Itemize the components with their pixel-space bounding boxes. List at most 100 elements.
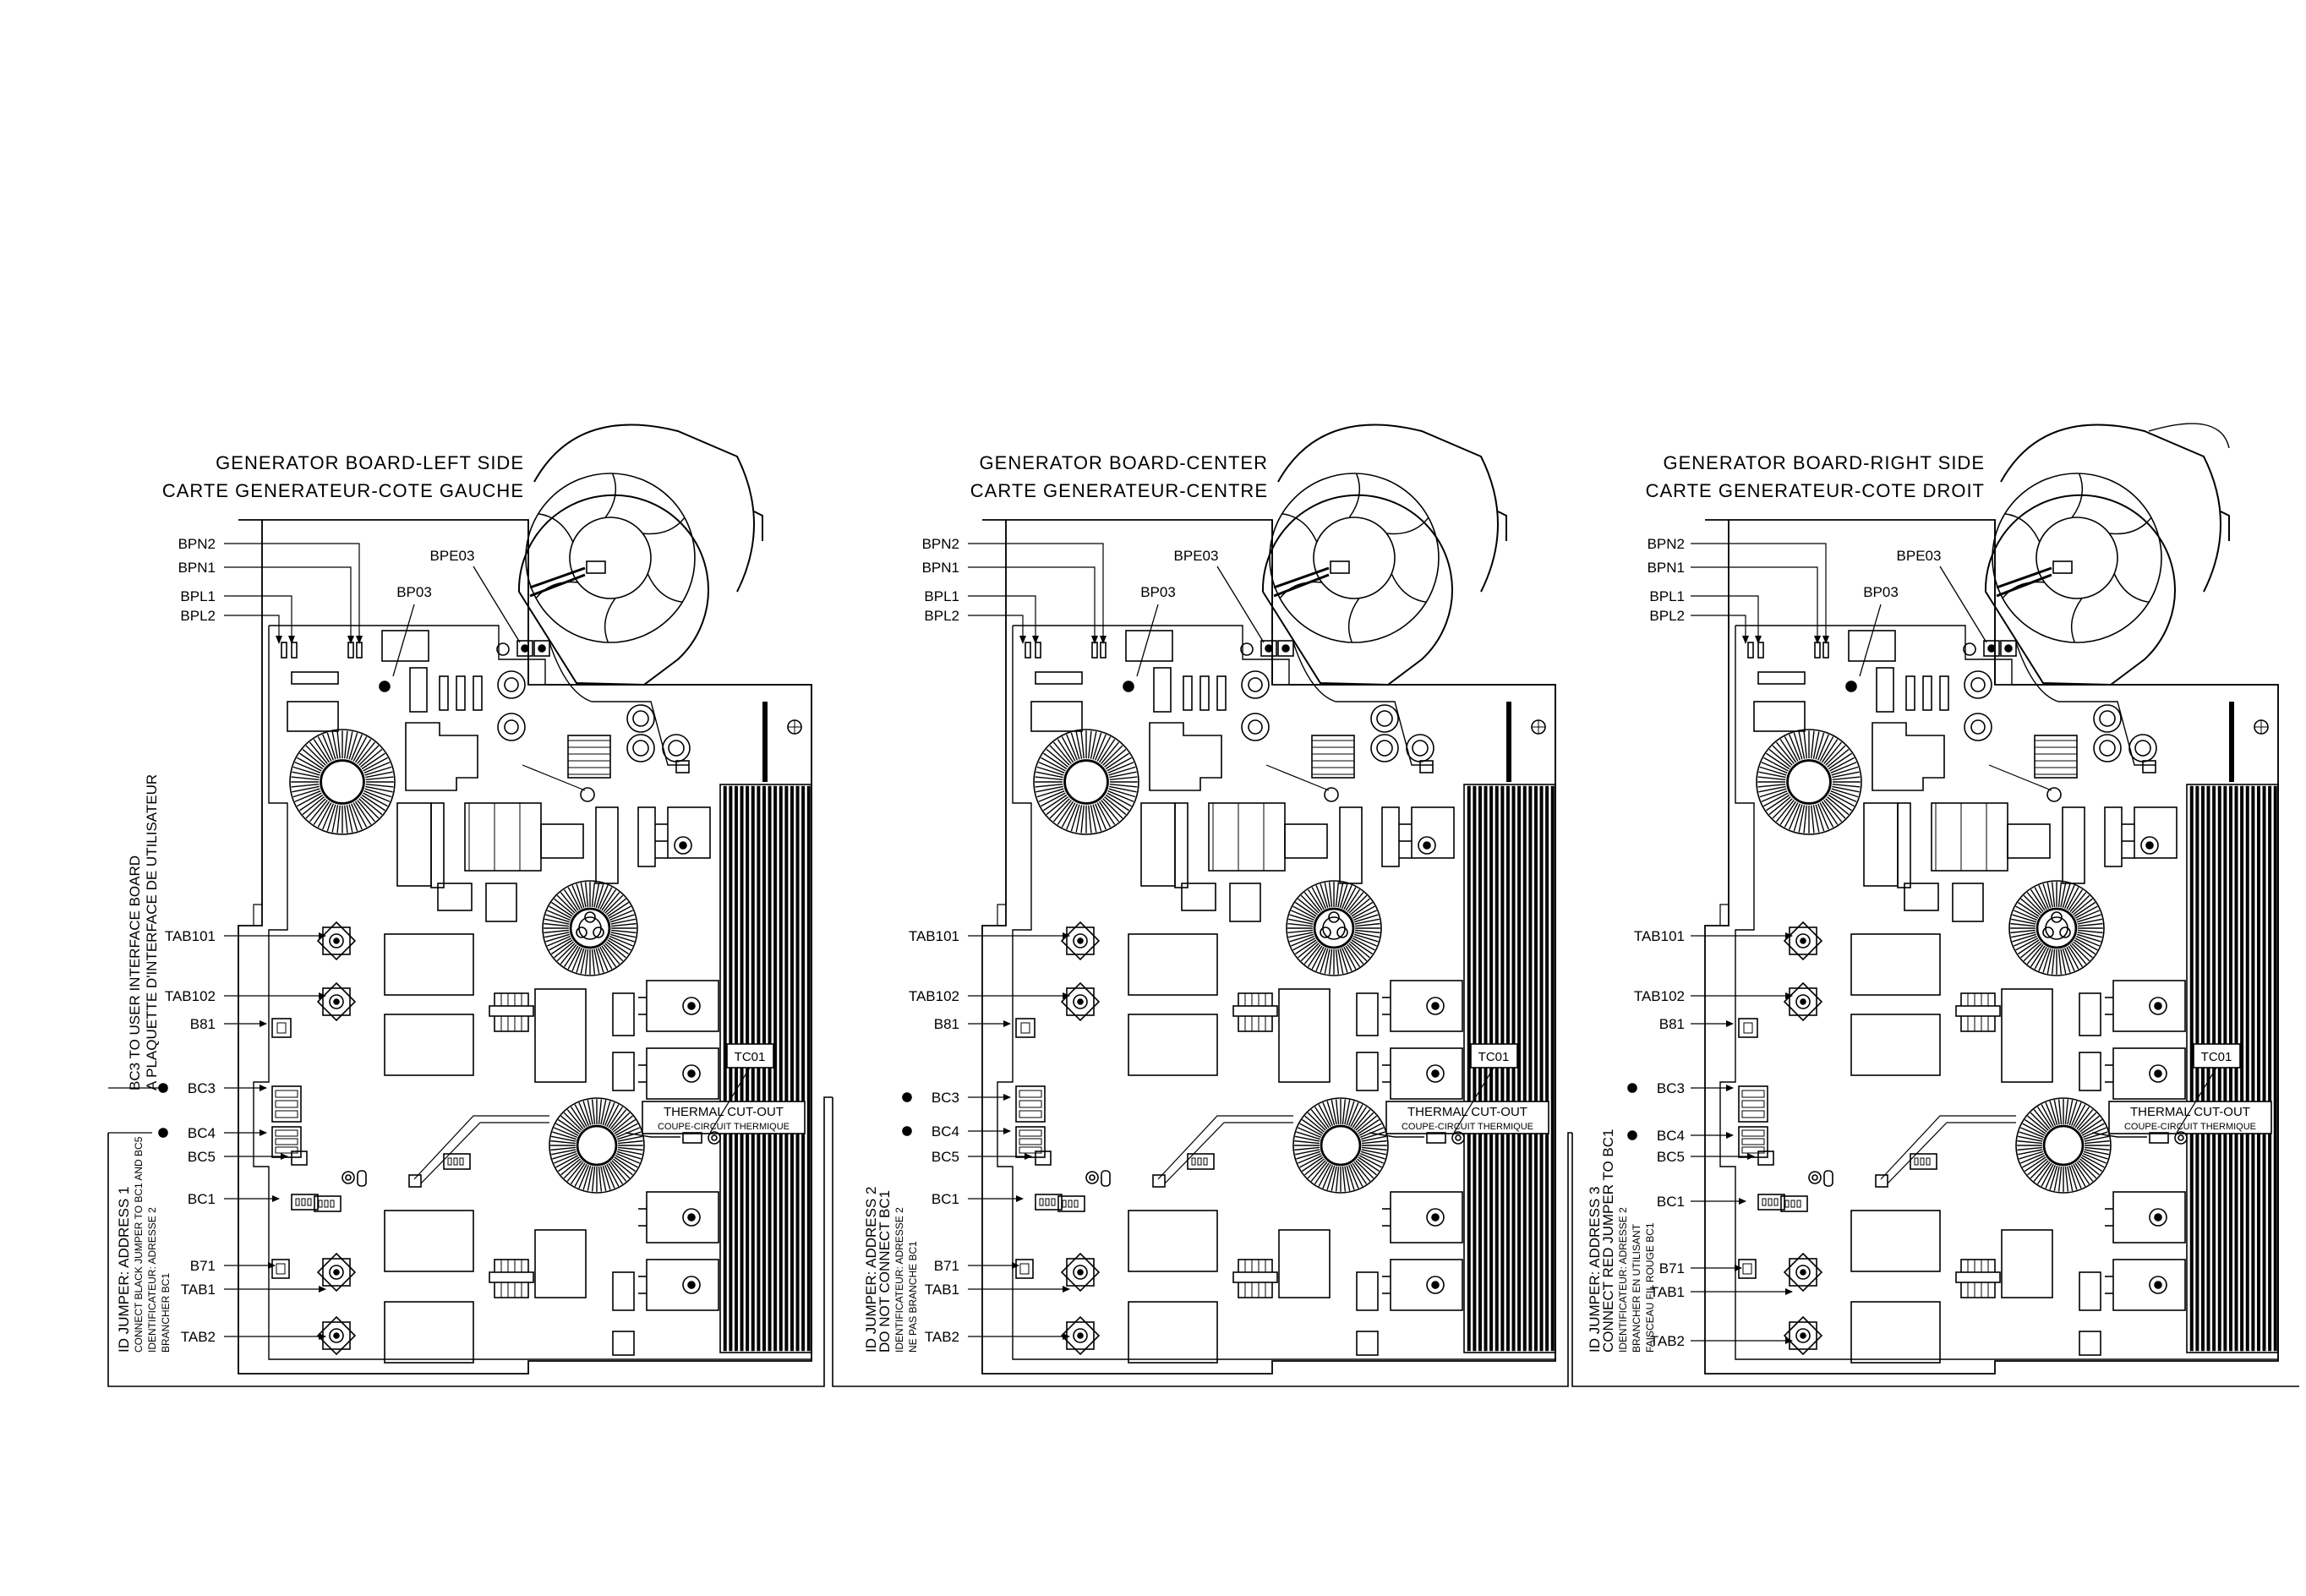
toroid-inductor-lower [2015,1097,2112,1194]
label-tab101: TAB101 [909,928,959,944]
component-labels: BPN2BPN1BPL1BPL2TAB101TAB102B81BC3BC4BC5… [1627,536,1829,1349]
jumper-boxes [107,1087,2299,1387]
jumper-line-2: IDENTIFICATEUR: ADRESSE 2 [893,1207,905,1353]
blower-fan-icon [517,424,763,686]
toroid-inductor-lower [549,1097,645,1194]
tab1-terminal [1783,1252,1823,1293]
label-bpn1: BPN1 [178,560,216,576]
label-tab1: TAB1 [181,1282,216,1298]
tab1-terminal [1060,1252,1101,1293]
label-bc1: BC1 [1657,1194,1685,1210]
heatsink [2186,702,2279,1353]
jumper-line-2: IDENTIFICATEUR: ADRESSE 2 [1617,1207,1629,1353]
capacitor-blocks [384,933,635,1364]
label-bpl2: BPL2 [924,608,959,624]
tab102-terminal [1783,981,1823,1022]
tc01-label: TC01 [2201,1050,2232,1064]
label-tab2: TAB2 [1650,1333,1685,1349]
b71-connector [1738,1259,1757,1279]
upper-components [281,630,595,802]
transformer [2034,704,2269,779]
b81-connector [1015,1018,1036,1038]
label-bpl1: BPL1 [180,588,216,604]
bc3-note-en: BC3 TO USER INTERFACE BOARD [127,855,143,1090]
fan-connector [675,760,690,773]
bc5-connector [291,1151,308,1166]
bc4-connector [1015,1126,1046,1158]
bc4-connector [1738,1126,1768,1158]
label-b81: B81 [190,1016,216,1032]
bp03-label: BP03 [1140,584,1176,600]
transformer [567,704,802,779]
label-bc5: BC5 [1657,1149,1685,1165]
label-bc5: BC5 [932,1149,959,1165]
label-bc3: BC3 [188,1080,216,1096]
jumper-line-1: DO NOT CONNECT BC1 [877,1190,893,1353]
jumper-line-3: BRANCHER EN UTILISANT [1631,1223,1642,1353]
fan-connector [2142,760,2156,773]
bc1-connector [1035,1194,1063,1211]
label-bpn1: BPN1 [1648,560,1685,576]
jumper-line-1: CONNECT RED JUMPER TO BC1 [1600,1129,1616,1353]
label-bc1: BC1 [188,1191,216,1207]
label-bc5: BC5 [188,1149,216,1165]
lower-mid-connector [443,1153,471,1170]
transformer [1311,704,1546,779]
bp03-leader [1136,604,1159,677]
thermal-cutout-fr: COUPE-CIRCUIT THERMIQUE [2124,1122,2256,1132]
bpe03-label: BPE03 [1897,548,1942,564]
jumper-box-left [107,1096,833,1387]
board-title-fr: CARTE GENERATEUR-CENTRE [970,480,1268,501]
jumper-line-1: CONNECT BLACK JUMPER TO BC1 AND BC5 [133,1136,145,1353]
label-bc4: BC4 [1657,1128,1685,1144]
label-tab1: TAB1 [1650,1284,1685,1300]
bp03-leader [392,604,415,677]
b71-connector [1015,1259,1034,1279]
label-tab2: TAB2 [925,1329,959,1345]
toroid-inductor-upper [289,729,396,835]
jumper-line-0: ID JUMPER: ADDRESS 3 [1587,1187,1603,1353]
tab101-terminal [316,921,357,961]
bc1-connector [291,1194,319,1211]
label-tab101: TAB101 [1634,928,1685,944]
jumper-box-right [1571,1133,2299,1387]
thermal-cutout-en: THERMAL CUT-OUT [1407,1105,1527,1119]
label-tab2: TAB2 [181,1329,216,1345]
label-bpn2: BPN2 [178,536,216,552]
tab1-terminal [316,1252,357,1293]
lower-mid-connector [1187,1153,1215,1170]
bc3-connector [1738,1085,1768,1123]
jumper-line-2: IDENTIFICATEUR: ADRESSE 2 [146,1207,158,1353]
heatsink [719,702,812,1353]
toroid-inductor-middle [542,880,638,976]
board-title-en: GENERATOR BOARD-LEFT SIDE [216,452,524,473]
component-labels: BPN2BPN1BPL1BPL2TAB101TAB102B81BC3BC4BC5… [902,536,1107,1345]
middle-components [1140,802,1455,922]
aux-connector [314,1195,342,1212]
generator-board-left: GENERATOR BOARD-LEFT SIDE CARTE GENERATEU… [116,424,812,1375]
power-transistors [1382,980,1463,1311]
lower-mid-connector [1910,1153,1937,1170]
aux-connector [1780,1195,1808,1212]
tab102-terminal [316,981,357,1022]
toroid-inductor-middle [2008,880,2105,976]
board-title-fr: CARTE GENERATEUR-COTE GAUCHE [162,480,524,501]
label-bpl2: BPL2 [1649,608,1685,624]
jumper-line-0: ID JUMPER: ADDRESS 2 [863,1187,879,1353]
tab101-terminal [1060,921,1101,961]
aux-connector [1057,1195,1085,1212]
label-b71: B71 [934,1258,959,1274]
upper-components [1025,630,1339,802]
middle-components [1863,802,2178,922]
power-transistors [638,980,719,1311]
label-bpn2: BPN2 [1648,536,1685,552]
bpe03-label: BPE03 [430,548,475,564]
jumper-line-4: FAISCEAU FIL ROUGE BC1 [1644,1222,1656,1353]
